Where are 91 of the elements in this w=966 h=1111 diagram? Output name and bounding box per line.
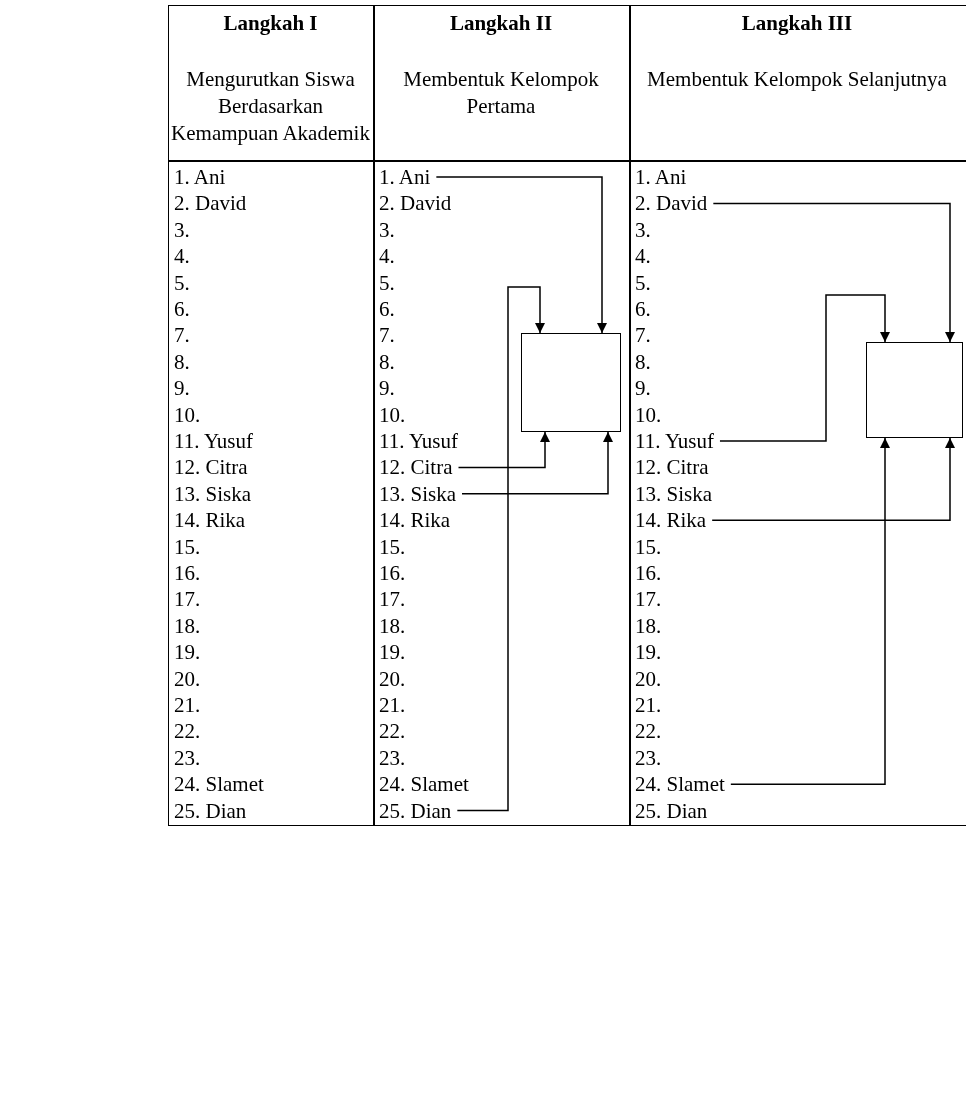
list-item: 17. bbox=[379, 586, 406, 613]
list-item: 7. bbox=[174, 322, 190, 349]
list-item: 4. bbox=[635, 243, 651, 270]
list-item: 3. bbox=[379, 216, 395, 243]
list-item: 18. bbox=[379, 612, 406, 639]
step-description: Membentuk Kelompok Pertama bbox=[402, 66, 600, 120]
list-item: 23. bbox=[379, 744, 406, 771]
list-item: 13. Siska bbox=[174, 480, 251, 507]
list-item: 13. Siska bbox=[635, 480, 712, 507]
list-item: 15. bbox=[635, 533, 662, 560]
arrow bbox=[435, 176, 607, 334]
list-item: 6. bbox=[379, 296, 395, 322]
list-item: 22. bbox=[379, 718, 406, 745]
list-item: 4. bbox=[174, 243, 190, 270]
list-item: 2. David bbox=[174, 190, 247, 217]
list-item: 16. bbox=[174, 560, 201, 586]
list-item: 17. bbox=[635, 586, 662, 613]
list-item: 18. bbox=[635, 612, 662, 639]
list-item: 7. bbox=[635, 322, 651, 349]
list-item: 25. Dian bbox=[635, 797, 708, 824]
list-item: 22. bbox=[635, 718, 662, 745]
list-item: 17. bbox=[174, 586, 201, 613]
list-item: 9. bbox=[379, 375, 395, 402]
list-item: 5. bbox=[635, 269, 651, 296]
list-item: 8. bbox=[379, 348, 395, 375]
list-item: 24. Slamet bbox=[379, 771, 469, 798]
list-item: 6. bbox=[635, 296, 651, 322]
list-item: 20. bbox=[379, 665, 406, 692]
list-item: 3. bbox=[635, 216, 651, 243]
list-item: 3. bbox=[174, 216, 190, 243]
list-item: 10. bbox=[379, 401, 406, 428]
column-heading: Langkah II bbox=[448, 10, 554, 37]
list-item: 19. bbox=[379, 639, 406, 666]
list-item: 9. bbox=[174, 375, 190, 402]
list-item: 19. bbox=[174, 639, 201, 666]
arrow bbox=[461, 431, 613, 495]
column-heading: Langkah I bbox=[222, 10, 319, 37]
arrow bbox=[457, 431, 550, 469]
list-item: 21. bbox=[635, 692, 662, 718]
list-item: 12. Citra bbox=[635, 454, 709, 481]
list-item: 1. Ani bbox=[174, 164, 226, 190]
student-name: 1. Ani bbox=[379, 164, 431, 190]
list-item: 14. Rika bbox=[379, 507, 451, 534]
arrow bbox=[711, 437, 955, 521]
list-item: 20. bbox=[635, 665, 662, 692]
student-name: 11. Yusuf bbox=[635, 428, 714, 454]
list-item: 15. bbox=[379, 533, 406, 560]
list-item: 23. bbox=[635, 744, 662, 771]
list-item: 7. bbox=[379, 322, 395, 349]
list-item: 19. bbox=[635, 639, 662, 666]
list-item: 11. Yusuf bbox=[174, 428, 253, 454]
list-item: 22. bbox=[174, 718, 201, 745]
list-item: 2. David bbox=[379, 190, 452, 217]
arrow bbox=[712, 202, 955, 343]
student-name: 25. Dian bbox=[379, 797, 452, 824]
arrow bbox=[456, 286, 545, 812]
step-description: Mengurutkan Siswa Berdasarkan Kemampuan Akademik bbox=[171, 66, 370, 147]
student-name: 13. Siska bbox=[379, 480, 456, 507]
list-item: 21. bbox=[379, 692, 406, 718]
list-item: 16. bbox=[635, 560, 662, 586]
list-item: 21. bbox=[174, 692, 201, 718]
student-name: 14. Rika bbox=[635, 507, 707, 534]
list-item: 20. bbox=[174, 665, 201, 692]
column-heading: Langkah III bbox=[740, 10, 854, 37]
list-item: 11. Yusuf bbox=[379, 428, 458, 454]
student-name: 12. Citra bbox=[379, 454, 453, 481]
list-item: 9. bbox=[635, 375, 651, 402]
list-item: 16. bbox=[379, 560, 406, 586]
list-item: 10. bbox=[174, 401, 201, 428]
arrow bbox=[730, 437, 890, 785]
list-item: 15. bbox=[174, 533, 201, 560]
list-item: 23. bbox=[174, 744, 201, 771]
arrow bbox=[719, 294, 890, 442]
step-description: Membentuk Kelompok Selanjutnya bbox=[646, 66, 948, 93]
list-item: 4. bbox=[379, 243, 395, 270]
student-name: 2. David bbox=[635, 190, 708, 217]
list-item: 1. Ani bbox=[635, 164, 687, 190]
group-box bbox=[866, 342, 963, 438]
list-item: 14. Rika bbox=[174, 507, 246, 534]
group-box bbox=[521, 333, 621, 432]
list-item: 8. bbox=[174, 348, 190, 375]
student-name: 24. Slamet bbox=[635, 771, 725, 798]
list-item: 25. Dian bbox=[174, 797, 247, 824]
list-item: 18. bbox=[174, 612, 201, 639]
list-item: 12. Citra bbox=[174, 454, 248, 481]
list-item: 6. bbox=[174, 296, 190, 322]
list-item: 5. bbox=[174, 269, 190, 296]
list-item: 8. bbox=[635, 348, 651, 375]
list-item: 24. Slamet bbox=[174, 771, 264, 798]
list-item: 5. bbox=[379, 269, 395, 296]
list-item: 10. bbox=[635, 401, 662, 428]
